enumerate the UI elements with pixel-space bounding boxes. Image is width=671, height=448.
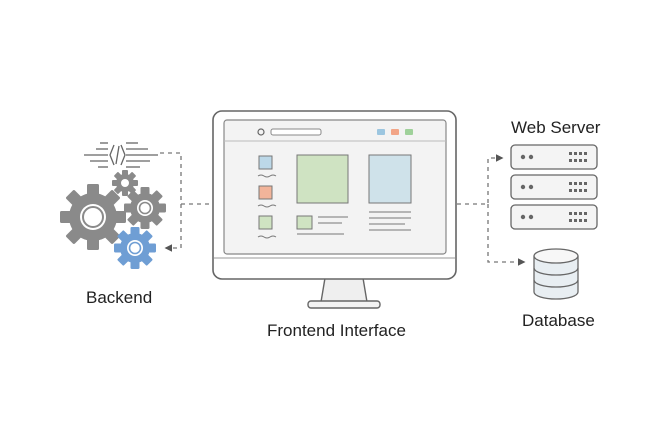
web-server-label: Web Server [511, 118, 601, 137]
monitor-base [307, 300, 381, 309]
content-block-green [296, 154, 349, 204]
server-unit [510, 174, 598, 200]
address-bar [270, 128, 322, 136]
backend-label: Backend [86, 288, 153, 307]
browser-dot-icon [257, 128, 265, 136]
connectors [160, 152, 526, 266]
monitor-stand [320, 277, 368, 303]
code-icon [84, 142, 158, 168]
connector-frontend-to-webserver [457, 154, 504, 205]
server-unit [510, 144, 598, 170]
connector-code-to-frontend [160, 152, 213, 205]
sidebar-swatches [257, 155, 277, 239]
connector-frontend-to-gear [164, 204, 182, 252]
database-icon [533, 248, 579, 300]
content-block-blue [368, 154, 412, 204]
content-thumbnail [296, 215, 313, 230]
window-control-green [405, 129, 413, 135]
monitor-icon [212, 110, 457, 309]
server-unit [510, 204, 598, 230]
browser-bar [224, 128, 446, 142]
database-label: Database [522, 311, 595, 330]
connector-webserver-to-database [487, 204, 526, 266]
window-control-orange [391, 129, 399, 135]
server-rack-icon [510, 144, 598, 230]
content-text-lines [297, 211, 411, 235]
frontend-label: Frontend Interface [267, 321, 406, 340]
window-control-blue [377, 129, 385, 135]
gear-icon [60, 170, 166, 269]
